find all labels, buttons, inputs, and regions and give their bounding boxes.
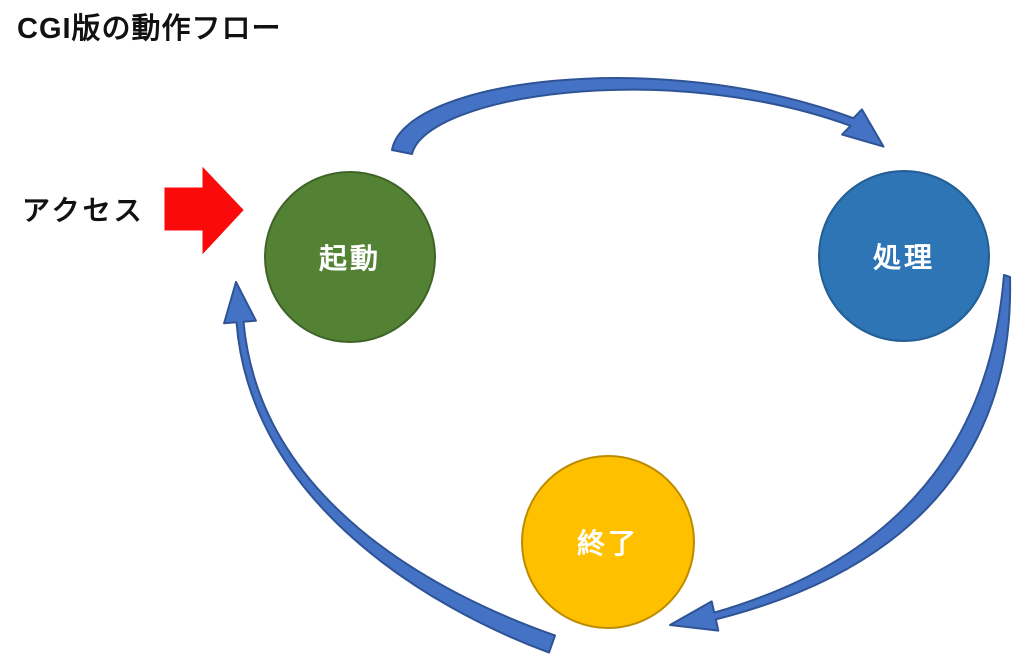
node-start: 起動 bbox=[264, 171, 436, 343]
access-arrow-icon bbox=[164, 166, 244, 255]
page-title: CGI版の動作フロー bbox=[17, 13, 282, 45]
node-process-label: 処理 bbox=[872, 242, 935, 273]
node-end-label: 終了 bbox=[576, 528, 639, 559]
node-start-label: 起動 bbox=[318, 243, 381, 274]
access-label: アクセス bbox=[22, 195, 145, 226]
node-end: 終了 bbox=[521, 455, 695, 629]
arrow-start-to-process-icon bbox=[391, 77, 885, 155]
arrow-end-to-start-icon bbox=[223, 281, 556, 654]
arrow-process-to-end-icon bbox=[669, 274, 1012, 632]
node-process: 処理 bbox=[818, 170, 990, 342]
